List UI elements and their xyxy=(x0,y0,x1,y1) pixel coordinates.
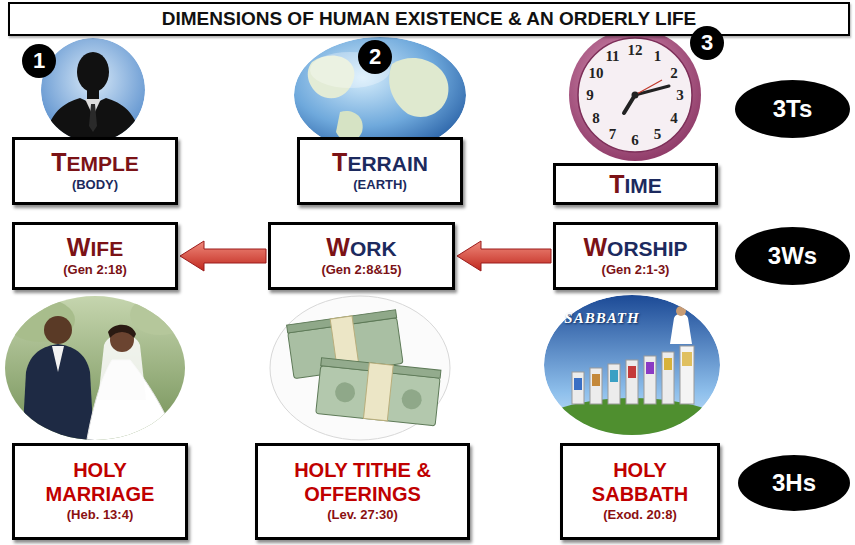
wedding-photo xyxy=(0,290,190,445)
oval-fill xyxy=(735,227,850,285)
oval-fill xyxy=(738,455,850,511)
box-heading: TEMPLE xyxy=(51,148,139,177)
money-picture xyxy=(270,296,450,440)
clock-numeral: 1 xyxy=(654,48,662,65)
oval-label: 3Ts xyxy=(773,95,813,123)
wedding-photo-part xyxy=(22,344,94,445)
sabbath-picture-part xyxy=(610,370,618,382)
text-box: TIME xyxy=(553,163,718,205)
clock-numeral: 9 xyxy=(586,87,594,104)
box-heading: WORK xyxy=(326,233,396,262)
box-heading: WORSHIP xyxy=(583,233,687,262)
box-subtext: (Gen 2:1-3) xyxy=(602,262,670,279)
clock-picture-part xyxy=(578,38,692,152)
oval-fill xyxy=(735,80,850,138)
clock-numeral: 5 xyxy=(654,126,662,143)
callout-number: 1 xyxy=(22,44,56,78)
globe-picture-part xyxy=(389,58,448,117)
text-box: WIFE(Gen 2:18) xyxy=(12,222,178,290)
box-subtext: (Gen 2:18) xyxy=(63,262,127,279)
bible-reference: (Heb. 13:4) xyxy=(67,506,133,524)
oval-label: 3Hs xyxy=(772,469,816,497)
oval-label: 3Ws xyxy=(768,242,817,270)
sabbath-picture-part xyxy=(664,358,672,370)
box-heading: WIFE xyxy=(67,233,123,262)
wedding-photo-part xyxy=(44,316,72,344)
label-oval: 3Ts xyxy=(735,80,850,138)
clock-picture-part xyxy=(635,86,669,95)
callout-number: 2 xyxy=(358,40,392,74)
wedding-photo-part xyxy=(0,290,190,445)
text-box: HOLY MARRIAGE(Heb. 13:4) xyxy=(12,443,188,540)
sabbath-picture-part xyxy=(572,372,584,404)
bible-reference: (Lev. 27:30) xyxy=(327,506,398,524)
box-heading: TERRAIN xyxy=(332,148,428,177)
bible-reference: (Exod. 20:8) xyxy=(603,506,677,524)
box-subtext: (BODY) xyxy=(72,177,118,194)
sabbath-picture-part xyxy=(670,314,692,345)
silhouette-figure xyxy=(41,38,145,145)
money-picture-part xyxy=(316,358,441,426)
wedding-photo-part xyxy=(108,325,136,338)
sabbath-picture-part xyxy=(644,356,656,404)
clock-numeral: 6 xyxy=(631,132,639,149)
clock-picture-part xyxy=(632,92,639,99)
sabbath-picture-part xyxy=(574,378,582,390)
text-box: WORSHIP(Gen 2:1-3) xyxy=(553,222,718,290)
box-subtext: (EARTH) xyxy=(353,177,406,194)
title-bar: DIMENSIONS OF HUMAN EXISTENCE & AN ORDER… xyxy=(8,2,850,36)
label-oval: 3Ws xyxy=(735,227,850,285)
block-arrow xyxy=(180,241,266,271)
box-heading: HOLY MARRIAGE xyxy=(21,458,179,506)
clock-numeral: 3 xyxy=(676,87,684,104)
clock-picture-part xyxy=(569,29,701,161)
sabbath-picture-part xyxy=(626,360,638,404)
sabbath-picture-part xyxy=(590,368,602,404)
clock-picture xyxy=(569,29,701,161)
sabbath-picture-part xyxy=(608,364,620,404)
sabbath-picture-part xyxy=(628,366,636,378)
label-oval: 3Hs xyxy=(738,455,850,511)
money-picture-part xyxy=(270,296,450,440)
clock-numeral: 11 xyxy=(605,48,619,65)
block-arrow xyxy=(457,241,551,271)
clock-numeral: 12 xyxy=(628,42,643,59)
silhouette-figure-part xyxy=(89,104,97,132)
text-box: TERRAIN(EARTH) xyxy=(297,137,463,205)
globe-picture-part xyxy=(294,37,466,153)
box-subtext: (Gen 2:8&15) xyxy=(321,262,401,279)
text-box: TEMPLE(BODY) xyxy=(12,137,178,205)
money-picture-part-part xyxy=(363,363,393,421)
box-heading: HOLY SABBATH xyxy=(569,458,711,506)
money-picture-part-part xyxy=(401,388,423,410)
box-heading: TIME xyxy=(609,170,662,199)
sabbath-picture-part xyxy=(646,362,654,374)
wedding-photo-part xyxy=(130,295,190,335)
text-box: WORK(Gen 2:8&15) xyxy=(268,222,455,290)
clock-numeral: 7 xyxy=(609,126,617,143)
money-picture-part-part xyxy=(334,381,356,403)
sabbath-picture-part xyxy=(662,352,674,404)
sabbath-picture-part xyxy=(682,352,692,366)
clock-numeral: 8 xyxy=(592,109,600,126)
picture-caption: SABBATH xyxy=(564,310,639,327)
wedding-photo-part xyxy=(52,346,64,372)
title-text: DIMENSIONS OF HUMAN EXISTENCE & AN ORDER… xyxy=(162,8,697,30)
clock-picture-part xyxy=(635,80,662,95)
sabbath-picture-part xyxy=(676,306,686,316)
box-heading: HOLY TITHE & OFFERINGS xyxy=(264,458,461,506)
text-box: HOLY TITHE & OFFERINGS(Lev. 27:30) xyxy=(255,443,470,540)
clock-numeral: 4 xyxy=(670,109,678,126)
globe-picture xyxy=(294,37,466,153)
callout-number: 3 xyxy=(690,26,724,60)
sabbath-picture-part xyxy=(680,346,694,404)
clock-numeral: 10 xyxy=(589,64,604,81)
sabbath-picture-part xyxy=(592,374,600,386)
clock-numeral: 2 xyxy=(670,64,678,81)
text-box: HOLY SABBATH(Exod. 20:8) xyxy=(560,443,720,540)
